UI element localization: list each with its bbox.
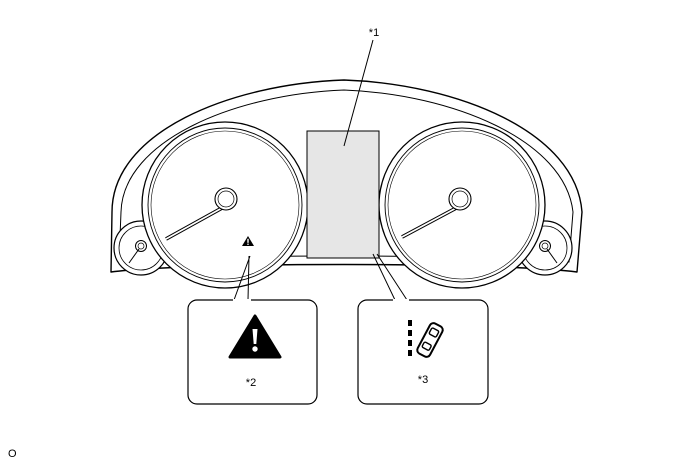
cluster-housing bbox=[110, 79, 583, 273]
leader-display bbox=[343, 39, 374, 147]
warning-lamp-small bbox=[242, 236, 254, 246]
right-gauge-needle bbox=[401, 204, 461, 239]
leader-gap-warning bbox=[233, 299, 251, 302]
multi-information-display bbox=[306, 130, 380, 259]
corner-mark: O bbox=[8, 448, 17, 460]
left-gauge-needle bbox=[165, 206, 223, 241]
right-main-gauge bbox=[378, 121, 546, 289]
callout-label-lane: *3 bbox=[418, 374, 428, 386]
leader-gap-lane bbox=[393, 299, 409, 302]
callout-label-warning: *2 bbox=[246, 377, 256, 389]
left-main-gauge bbox=[141, 121, 309, 289]
warning-triangle-icon bbox=[228, 314, 282, 359]
lane-departure-icon bbox=[408, 320, 444, 358]
callout-label-display: *1 bbox=[369, 27, 379, 39]
